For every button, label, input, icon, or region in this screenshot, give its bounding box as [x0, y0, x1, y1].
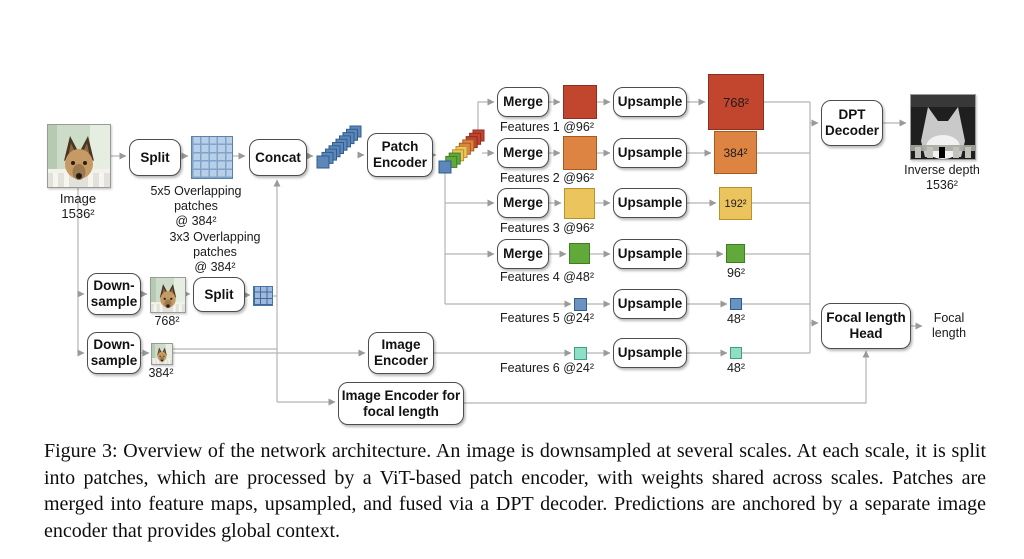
feature-label: Features 3 @96² — [500, 221, 594, 235]
image-encoder-focal-box: Image Encoder for focal length — [338, 382, 464, 425]
patch-grid-3x3 — [253, 286, 273, 306]
output-size-label: 96² — [726, 266, 746, 280]
downsample-box-768: Down-sample — [87, 273, 141, 315]
merge-box: Merge — [497, 138, 549, 168]
feature-label: Features 4 @48² — [500, 270, 594, 284]
split-box-768: Split — [193, 277, 245, 312]
image-encoder-box: Image Encoder — [368, 332, 434, 374]
patches-3x3-line1: 3x3 Overlapping — [169, 230, 261, 244]
dpt-decoder-box: DPT Decoder — [821, 100, 883, 146]
downsample-size-768: 768² — [154, 314, 180, 328]
output-square — [730, 298, 742, 310]
merge-box: Merge — [497, 239, 549, 269]
input-image-label: Image 1536² — [42, 191, 114, 222]
patches-3x3-line3: @ 384² — [194, 259, 236, 274]
output-size-label: 48² — [726, 312, 746, 326]
split-box: Split — [129, 139, 181, 176]
patches-5x5-line1: 5x5 Overlapping — [150, 184, 242, 198]
inverse-depth-label: Inverse depth 1536² — [892, 163, 992, 193]
patch-encoder-box: Patch Encoder — [367, 133, 433, 177]
upsample-box: Upsample — [613, 289, 687, 319]
output-square: 192² — [719, 187, 752, 220]
feature-square — [563, 136, 597, 170]
figure-caption: Figure 3: Overview of the network archit… — [44, 440, 986, 542]
downsample-size-384: 384² — [148, 366, 174, 380]
patches-5x5-label: 5x5 Overlapping patches @ 384² — [136, 184, 256, 228]
architecture-diagram: Image 1536² Split 5x5 Overlapping patche… — [42, 74, 992, 425]
feature-label: Features 6 @24² — [500, 361, 594, 375]
inverse-depth-size: 1536² — [926, 177, 958, 192]
downsample-box-384: Down-sample — [87, 332, 141, 374]
upsample-box: Upsample — [613, 87, 687, 117]
output-square: 384² — [714, 131, 757, 174]
feature-square — [574, 347, 587, 360]
patches-5x5-line3: @ 384² — [175, 213, 217, 228]
focal-length-output-label: Focal length — [926, 311, 972, 341]
concat-box: Concat — [249, 139, 307, 176]
upsample-box: Upsample — [613, 338, 687, 368]
patches-5x5-line2: patches — [174, 198, 218, 213]
upsample-box: Upsample — [613, 188, 687, 218]
patches-3x3-line2: patches — [193, 244, 237, 259]
patch-grid-5x5 — [191, 136, 233, 179]
output-size-label: 48² — [726, 361, 746, 375]
upsample-box: Upsample — [613, 239, 687, 269]
merge-box: Merge — [497, 188, 549, 218]
focal-out-line1: Focal — [933, 311, 965, 325]
feature-label: Features 1 @96² — [500, 120, 594, 134]
downsample-image-768 — [150, 277, 186, 313]
downsample-image-384 — [151, 343, 173, 365]
inverse-depth-text: Inverse depth — [904, 163, 980, 177]
input-image — [47, 124, 111, 188]
inverse-depth-image — [910, 94, 976, 160]
patches-3x3-label: 3x3 Overlapping patches @ 384² — [160, 230, 270, 274]
output-square — [726, 244, 745, 263]
focal-out-line2: length — [931, 325, 967, 340]
token-stack-multiscale — [438, 129, 485, 174]
feature-square — [569, 243, 590, 264]
focal-length-head-box: Focal length Head — [821, 303, 911, 349]
output-square: 768² — [708, 74, 764, 130]
merge-box: Merge — [497, 87, 549, 117]
output-square — [730, 347, 742, 359]
upsample-box: Upsample — [613, 138, 687, 168]
feature-square — [574, 298, 587, 311]
input-size-text: 1536² — [61, 206, 95, 222]
feature-square — [564, 188, 595, 219]
feature-label: Features 2 @96² — [500, 171, 594, 185]
feature-label: Features 5 @24² — [500, 311, 594, 325]
feature-square — [563, 85, 597, 119]
token-stack-blue — [316, 125, 362, 169]
input-label-text: Image — [59, 191, 97, 206]
